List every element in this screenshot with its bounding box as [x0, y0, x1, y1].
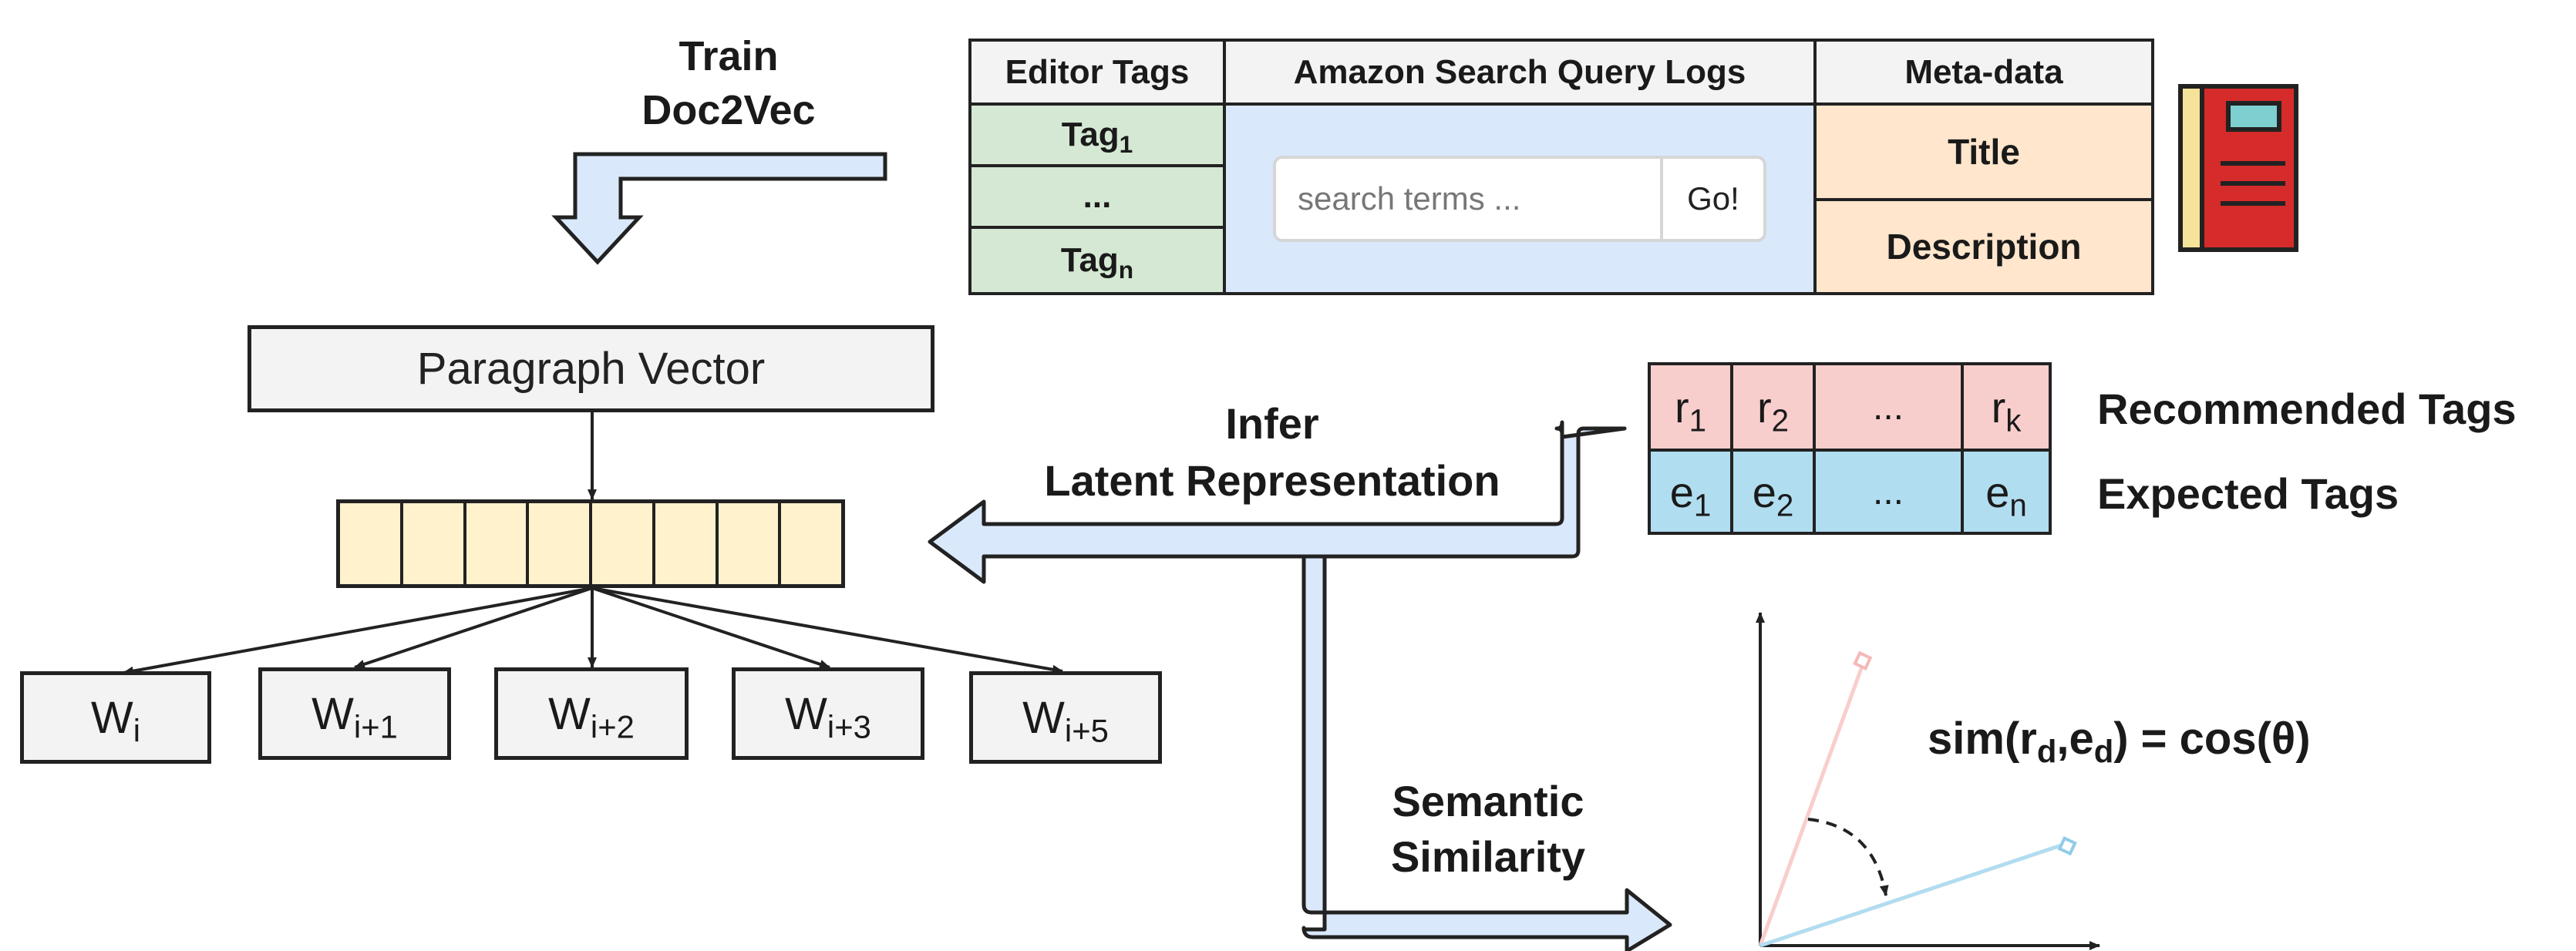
embedding-cell: [655, 503, 719, 584]
expected-cell-ellipsis: ...: [1813, 449, 1964, 535]
go-button-label: Go!: [1687, 180, 1739, 217]
cell-subscript: n: [2009, 486, 2027, 523]
search-placeholder: search terms ...: [1298, 180, 1521, 217]
go-button[interactable]: Go!: [1660, 159, 1763, 239]
recommended-vector: [1758, 664, 1865, 946]
embedding-cell: [529, 503, 592, 584]
tag-base: Tag: [1060, 241, 1119, 279]
cell-subscript: 2: [1771, 402, 1790, 438]
cell-ellipsis: ...: [1872, 471, 1904, 512]
train-label-line2: Doc2Vec: [641, 87, 816, 133]
train-label-line1: Train: [679, 33, 779, 79]
embedding-cell: [340, 503, 403, 584]
cell-base: r: [1991, 382, 2006, 432]
expected-vector-head: [2057, 836, 2077, 856]
embedding-cell: [781, 503, 841, 584]
search-widget: search terms ... Go!: [1273, 156, 1766, 242]
word-base: W: [90, 692, 133, 743]
book-icon: [2177, 83, 2301, 253]
meta-title: Title: [1813, 102, 2154, 201]
similarity-formula: sim(rd,ed) = cos(θ): [1928, 713, 2311, 768]
cell-base: e: [1669, 467, 1694, 516]
paragraph-vector-box: Paragraph Vector: [247, 325, 934, 412]
recommended-tags-label: Recommended Tags: [2097, 385, 2517, 433]
expected-cell: e1: [1648, 449, 1733, 535]
formula-part: ,e: [2056, 714, 2094, 764]
cell-base: e: [1752, 467, 1776, 516]
cell-base: r: [1756, 382, 1772, 432]
word-box-wi1: Wi+1: [258, 667, 451, 760]
embedding-cell: [466, 503, 530, 584]
cell-subscript: k: [2005, 402, 2022, 438]
recommended-cell-ellipsis: ...: [1813, 362, 1964, 452]
embedding-cell: [592, 503, 655, 584]
tag-subscript: n: [1118, 255, 1134, 284]
word-box-wi: Wi: [20, 671, 211, 764]
expected-cell: e2: [1730, 449, 1816, 535]
recommended-cell: r1: [1648, 362, 1733, 452]
embedding-to-words-lines: [123, 586, 1063, 676]
source-table: Editor Tags Amazon Search Query Logs Met…: [968, 39, 2154, 295]
tag-subscript: 1: [1119, 129, 1133, 158]
word-subscript: i: [133, 712, 141, 749]
word-subscript: i+3: [827, 708, 871, 745]
cell-base: e: [1985, 467, 2010, 516]
cell-ellipsis: ...: [1872, 386, 1904, 428]
formula-part: ) = cos(θ): [2113, 714, 2311, 764]
vector-plot: [1756, 612, 2100, 950]
header-meta-data: Meta-data: [1813, 39, 2154, 106]
formula-part: sim(r: [1928, 714, 2037, 764]
semantic-label-line2: Similarity: [1390, 832, 1586, 881]
word-subscript: i+5: [1064, 712, 1109, 749]
recommended-cell: rk: [1961, 362, 2052, 452]
tag-base: Tag: [1061, 116, 1120, 153]
word-base: W: [548, 688, 591, 739]
search-input[interactable]: search terms ...: [1276, 159, 1660, 239]
semantic-label-line1: Semantic: [1392, 777, 1584, 825]
paragraph-vector-label: Paragraph Vector: [416, 344, 766, 394]
infer-label-line1: Infer: [1225, 399, 1319, 448]
embedding-cell: [403, 503, 466, 584]
train-arrow: [551, 152, 887, 265]
search-logs-cell: search terms ... Go!: [1223, 102, 1817, 295]
word-box-wi5: Wi+5: [969, 671, 1162, 764]
expected-vector: [1759, 842, 2064, 948]
embedding-vector: [336, 499, 845, 588]
cell-subscript: 2: [1776, 486, 1794, 523]
formula-subscript: d: [2093, 733, 2114, 770]
expected-cell: en: [1961, 449, 2052, 535]
word-subscript: i+1: [353, 708, 398, 745]
semantic-similarity-label: Semantic Similarity: [1357, 774, 1619, 885]
recommended-vector-head: [1853, 650, 1873, 670]
semantic-arrow: [1301, 554, 1672, 951]
cell-subscript: 1: [1689, 402, 1707, 438]
infer-label-line2: Latent Representation: [1044, 456, 1500, 505]
infer-label: Infer Latent Representation: [1002, 395, 1542, 509]
tag-ellipsis-text: ...: [1083, 177, 1112, 215]
meta-description: Description: [1813, 198, 2154, 295]
word-subscript: i+2: [590, 708, 635, 745]
infer-arrow: [928, 420, 1627, 584]
expected-tags-label: Expected Tags: [2097, 469, 2399, 518]
word-box-wi2: Wi+2: [494, 667, 689, 760]
editor-tag-last: Tagn: [968, 226, 1226, 295]
embedding-cell: [719, 503, 782, 584]
recommended-cell: r2: [1730, 362, 1816, 452]
word-base: W: [785, 688, 827, 739]
train-doc2vec-label: Train Doc2Vec: [609, 29, 848, 137]
header-editor-tags: Editor Tags: [968, 39, 1226, 106]
formula-subscript: d: [2036, 733, 2057, 770]
word-box-wi3: Wi+3: [732, 667, 924, 760]
word-base: W: [311, 688, 354, 739]
tag-comparison-table: r1 r2 ... rk e1 e2 ... en: [1648, 362, 2055, 535]
cell-subscript: 1: [1693, 486, 1712, 523]
editor-tag-ellipsis: ...: [968, 164, 1226, 229]
editor-tag-first: Tag1: [968, 102, 1226, 167]
cell-base: r: [1674, 382, 1689, 432]
word-base: W: [1022, 692, 1065, 743]
angle-arc: [1807, 818, 1889, 896]
header-search-logs: Amazon Search Query Logs: [1223, 39, 1817, 106]
